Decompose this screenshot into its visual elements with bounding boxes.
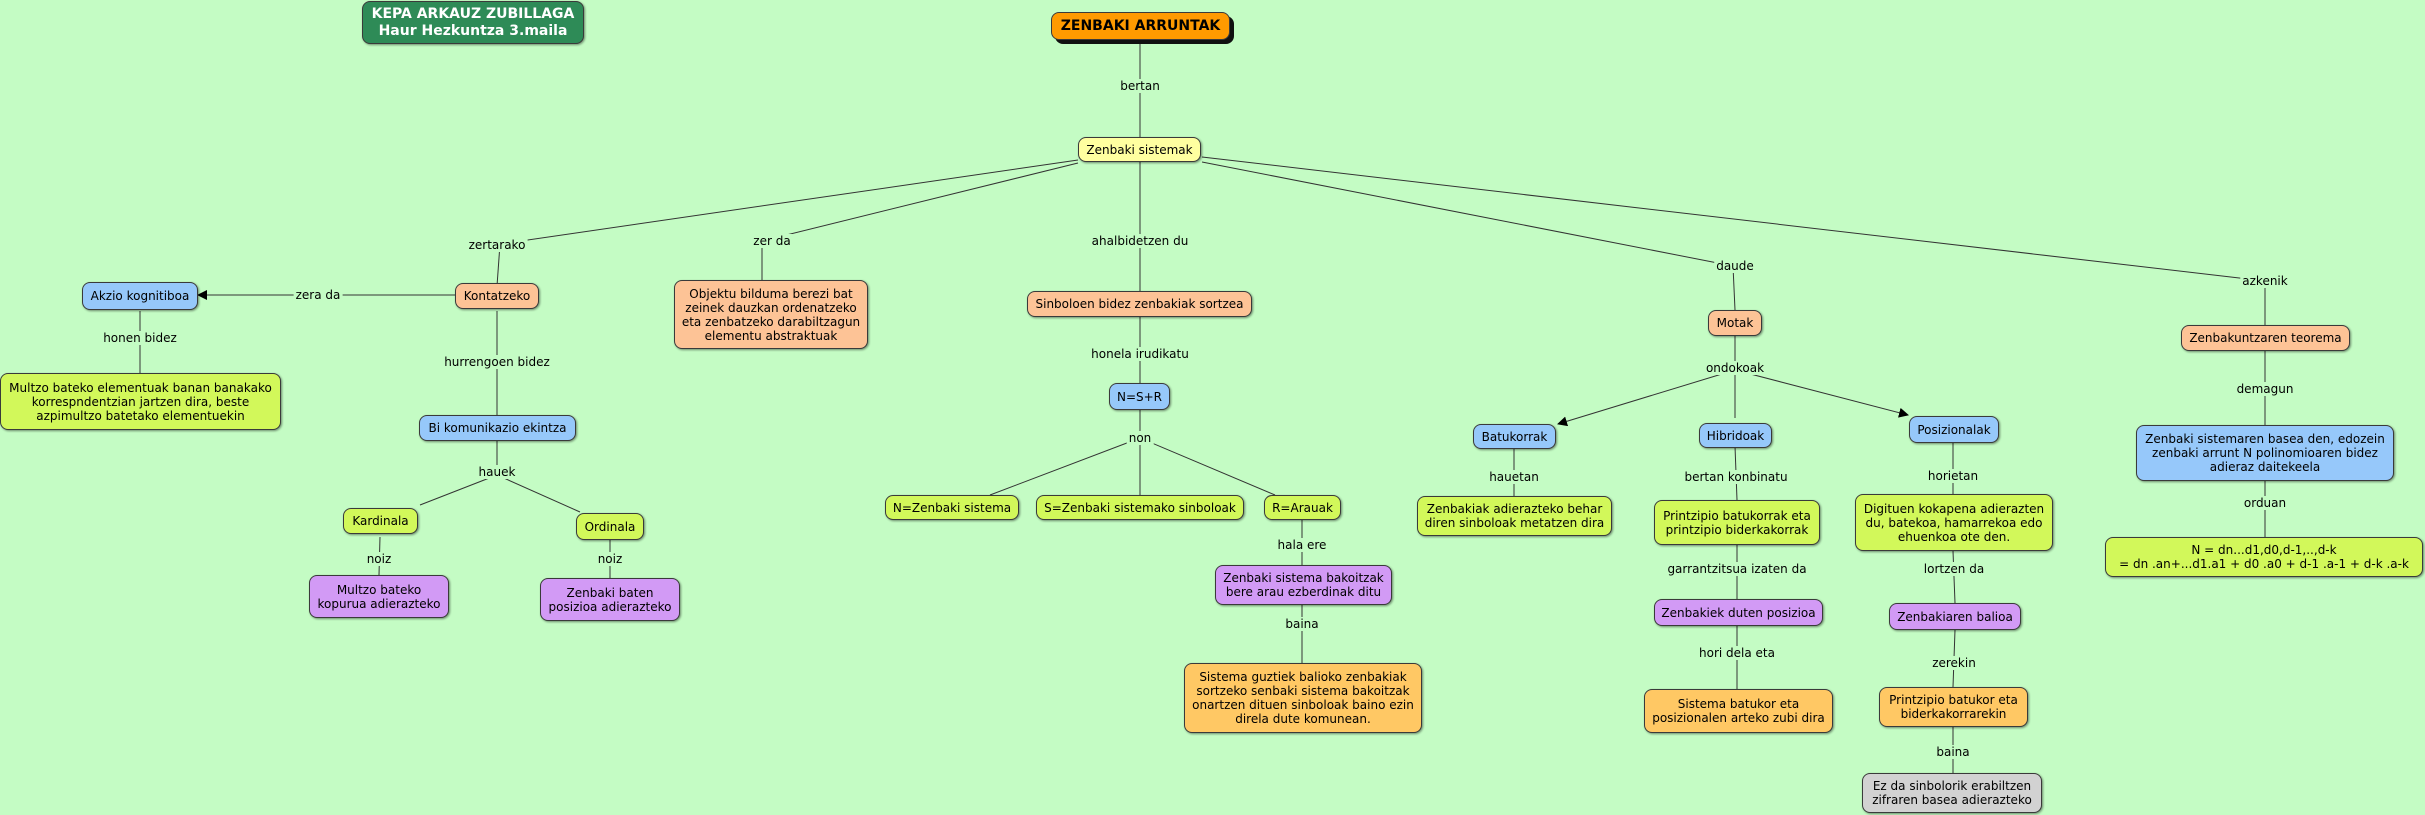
link-hauek: hauek [476,465,518,479]
node-zenbaki-sistemaren-basea[interactable]: Zenbaki sistemaren basea den, edozein ze… [2136,425,2394,481]
link-hala-ere: hala ere [1275,538,1329,552]
node-formula[interactable]: N = dn...d1,d0,d-1,..,d-k = dn .an+...d1… [2105,537,2423,577]
node-posizionalak[interactable]: Posizionalak [1909,416,1999,443]
link-baina-posizional: baina [1934,745,1972,759]
author-course: Haur Hezkuntza 3.maila [378,22,568,39]
node-nsr[interactable]: N=S+R [1109,383,1170,410]
link-horietan: horietan [1925,469,1981,483]
node-zenbakiak-adierazteko[interactable]: Zenbakiak adierazteko behar diren sinbol… [1417,496,1612,536]
node-multzo-bateko-elementuak[interactable]: Multzo bateko elementuak banan banakako … [0,373,281,430]
node-s-zenbaki-sinboloak[interactable]: S=Zenbaki sistemako sinboloak [1036,495,1244,520]
link-bertan: bertan [1118,79,1162,93]
link-bertan-konbinatu: bertan konbinatu [1682,470,1790,484]
node-multzo-kopurua[interactable]: Multzo bateko kopurua adierazteko [309,575,449,618]
node-sinboloen-bidez[interactable]: Sinboloen bidez zenbakiak sortzea [1027,291,1252,317]
link-demagun: demagun [2234,382,2296,396]
node-objektu-bilduma[interactable]: Objektu bilduma berezi bat zeinek dauzka… [674,280,868,349]
link-ahalbidetzen-du: ahalbidetzen du [1089,234,1191,248]
link-honen-bidez: honen bidez [101,331,179,345]
node-batukorrak[interactable]: Batukorrak [1473,424,1556,449]
link-zera-da: zera da [293,288,343,302]
node-hibridoak[interactable]: Hibridoak [1699,423,1772,448]
link-zertarako: zertarako [466,238,528,252]
link-azkenik: azkenik [2240,274,2290,288]
node-kontatzeko[interactable]: Kontatzeko [455,283,539,309]
node-ordinala[interactable]: Ordinala [576,513,644,540]
node-sistema-guztiek[interactable]: Sistema guztiek balioko zenbakiak sortze… [1184,663,1422,733]
link-hori-dela-eta: hori dela eta [1697,646,1777,660]
node-kardinala[interactable]: Kardinala [343,508,418,534]
link-baina-r: baina [1283,617,1321,631]
link-noiz-kardinala: noiz [364,552,394,566]
node-zenbaki-sistemak[interactable]: Zenbaki sistemak [1078,137,1201,162]
node-zenbakuntzaren-teorema[interactable]: Zenbakuntzaren teorema [2181,325,2350,351]
node-zenbakiek-duten-posizioa[interactable]: Zenbakiek duten posizioa [1654,599,1823,626]
node-digituen-kokapena[interactable]: Digituen kokapena adierazten du, batekoa… [1855,494,2053,551]
node-zenbaki-sistema-bakoitzak[interactable]: Zenbaki sistema bakoitzak bere arau ezbe… [1215,565,1392,605]
node-zenbaki-baten-posizioa[interactable]: Zenbaki baten posizioa adierazteko [540,578,680,621]
link-honela-irudikatu: honela irudikatu [1089,347,1191,361]
link-zer-da: zer da [751,234,793,248]
link-hauetan: hauetan [1487,470,1541,484]
author-name: KEPA ARKAUZ ZUBILLAGA [371,5,575,22]
node-akzio-kognitiboa[interactable]: Akzio kognitiboa [82,282,198,310]
link-noiz-ordinala: noiz [595,552,625,566]
link-orduan: orduan [2241,496,2289,510]
node-motak[interactable]: Motak [1708,310,1762,336]
node-bi-komunikazio-ekintza[interactable]: Bi komunikazio ekintza [419,415,576,441]
node-sistema-batukor[interactable]: Sistema batukor eta posizionalen arteko … [1644,689,1833,733]
node-zenbakiaren-balioa[interactable]: Zenbakiaren balioa [1889,603,2021,630]
node-ez-da-sinbolorik[interactable]: Ez da sinbolorik erabiltzen zifraren bas… [1862,773,2042,813]
link-daude: daude [1714,259,1756,273]
root-node[interactable]: ZENBAKI ARRUNTAK [1051,12,1230,40]
link-hurrengoen-bidez: hurrengoen bidez [442,355,552,369]
node-n-zenbaki-sistema[interactable]: N=Zenbaki sistema [885,495,1019,520]
node-printzipio-batukor-eta[interactable]: Printzipio batukor eta biderkakorrarekin [1879,687,2028,727]
node-printzipio-batukorrak[interactable]: Printzipio batukorrak eta printzipio bid… [1654,500,1820,545]
link-garrantzitsua: garrantzitsua izaten da [1665,562,1809,576]
link-zerekin: zerekin [1930,656,1978,670]
link-non: non [1126,431,1154,445]
node-r-arauak[interactable]: R=Arauak [1264,495,1341,520]
link-ondokoak: ondokoak [1703,361,1767,375]
link-lortzen-da: lortzen da [1921,562,1987,576]
